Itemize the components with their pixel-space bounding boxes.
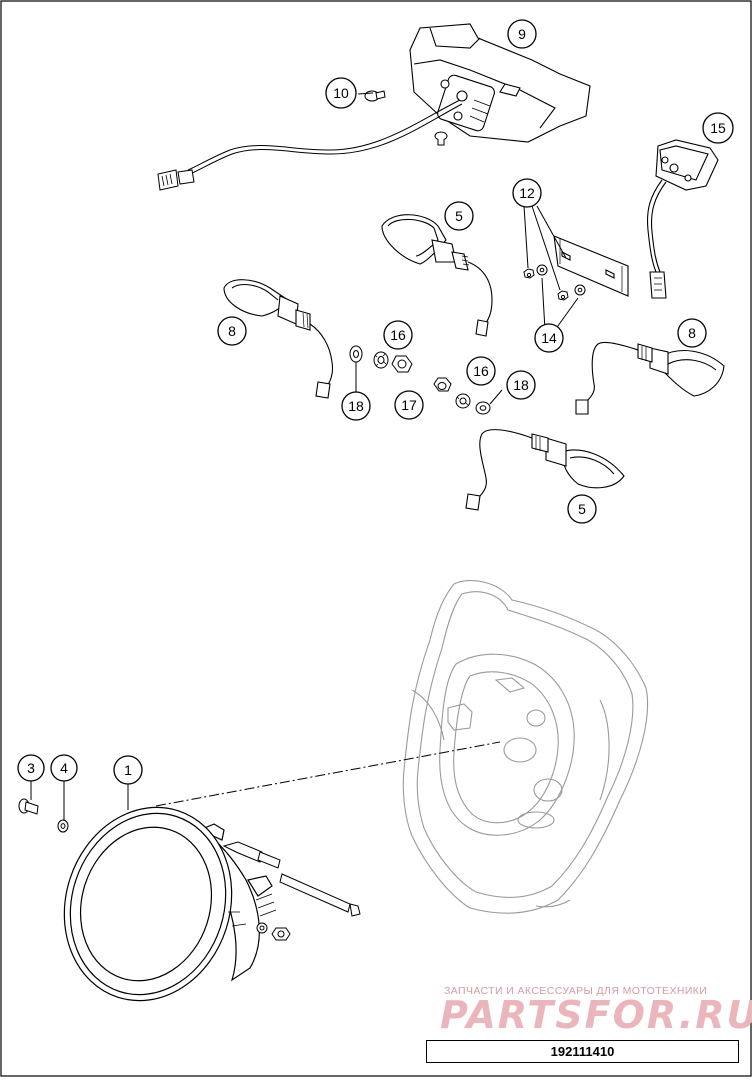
- callout-5-upper: [444, 201, 474, 231]
- part-17-nut-left: [391, 355, 413, 373]
- callout-9: [507, 19, 537, 49]
- callout-15: [702, 112, 734, 144]
- callout-label-5-upper: 5: [455, 208, 463, 224]
- leader-lines: [30, 92, 579, 820]
- callout-label-18-right: 18: [513, 377, 529, 393]
- headlight-washer-nut: [256, 922, 291, 941]
- part-16-lockwasher-left: [373, 351, 389, 369]
- callout-label-17: 17: [401, 397, 417, 413]
- callout-18-right: [506, 370, 536, 400]
- callout-label-16-right: 16: [473, 363, 489, 379]
- callout-14: [534, 323, 564, 353]
- part-8-right-indicator: [575, 341, 725, 415]
- callout-label-16-left: 16: [390, 327, 406, 343]
- part-18-washer-right: [475, 401, 491, 415]
- part-9-cable: [157, 99, 463, 191]
- part-12-nuts: [523, 268, 569, 301]
- part-4-washer: [57, 819, 69, 833]
- callout-label-4: 4: [60, 760, 68, 776]
- part-5-lower-indicator: [465, 429, 625, 511]
- part-3-screw: [18, 798, 39, 815]
- part-10-screw: [364, 90, 386, 102]
- callout-4: [50, 754, 78, 782]
- headlight-mask: [402, 580, 649, 914]
- callout-label-8-left: 8: [228, 323, 236, 339]
- callout-18-left: [341, 391, 371, 421]
- callout-3: [17, 754, 45, 782]
- watermark-caption: ЗАПЧАСТИ И АКСЕССУАРЫ ДЛЯ МОТОТЕХНИКИ: [444, 985, 708, 997]
- watermark-logo: PARTSFOR.RU: [440, 993, 752, 1037]
- callout-label-18-left: 18: [348, 398, 364, 414]
- part-17-nut-right: [433, 377, 452, 392]
- part-9-tail-light: [409, 23, 591, 143]
- callout-labels: 9 10 15 12 5 8 14 16 8 16 18 17 18 5 3 4…: [27, 26, 726, 778]
- callout-label-8-right: 8: [688, 325, 696, 341]
- callout-1: [113, 755, 143, 785]
- part-5-upper-indicator: [381, 214, 493, 337]
- callout-label-10: 10: [333, 85, 349, 101]
- callout-label-9: 9: [518, 26, 526, 42]
- callout-label-5-lower: 5: [578, 501, 586, 517]
- part-12-bracket: [553, 235, 629, 297]
- callout-label-14: 14: [541, 330, 557, 346]
- callout-label-1: 1: [124, 762, 132, 778]
- part-8-left-indicator: [223, 279, 334, 399]
- part-16-lockwasher-right: [455, 393, 471, 409]
- part-1-headlight: [63, 806, 277, 1002]
- headlight-bolt: [222, 841, 361, 917]
- diagram-part-number: 192111410: [426, 1040, 739, 1063]
- part-9-nut: [434, 131, 448, 146]
- callout-5-lower: [567, 494, 597, 524]
- part-15-plate-light: [646, 139, 719, 299]
- callout-12: [512, 178, 542, 208]
- callouts: [17, 19, 734, 785]
- callout-label-12: 12: [519, 185, 535, 201]
- callout-17: [394, 390, 424, 420]
- callout-16-left: [383, 320, 413, 350]
- part-14-washers: [536, 264, 586, 296]
- callout-16-right: [466, 356, 496, 386]
- part-18-washer-left: [349, 345, 363, 363]
- callout-8-left: [217, 316, 247, 346]
- callout-label-15: 15: [710, 120, 726, 136]
- callout-10: [325, 77, 357, 109]
- alignment-lines: [155, 741, 501, 807]
- callout-label-3: 3: [27, 760, 35, 776]
- callout-8-right: [677, 318, 707, 348]
